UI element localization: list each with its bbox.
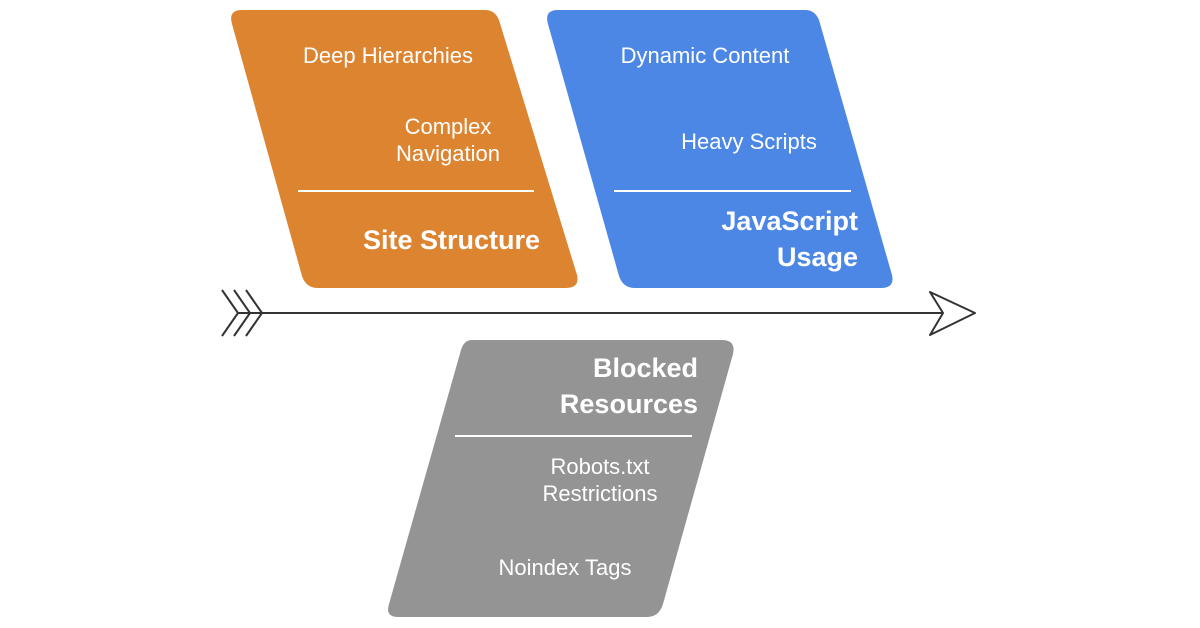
category-title-javascript-usage: JavaScript Usage (721, 206, 858, 273)
site-structure-box (231, 10, 578, 288)
cause-deep-hierarchies: Deep Hierarchies (303, 43, 473, 68)
javascript-usage-box (547, 10, 893, 288)
cause-noindex-tags: Noindex Tags (498, 555, 632, 580)
spine-tail-chevron-3 (245, 289, 264, 337)
category-title-site-structure: Site Structure (362, 225, 540, 255)
cause-heavy-scripts: Heavy Scripts (681, 129, 817, 154)
cause-complex-navigation: Complex Navigation (396, 114, 500, 166)
spine-arrowhead (929, 291, 976, 336)
spine-tail-chevron-1 (221, 289, 240, 337)
cause-dynamic-content: Dynamic Content (620, 43, 790, 68)
cause-robots-txt-restrictions: Robots.txt Restrictions (542, 454, 658, 506)
category-title-blocked-resources: Blocked Resources (559, 353, 698, 420)
spine-tail-chevron-2 (233, 289, 252, 337)
blocked-resources-box (388, 340, 734, 617)
